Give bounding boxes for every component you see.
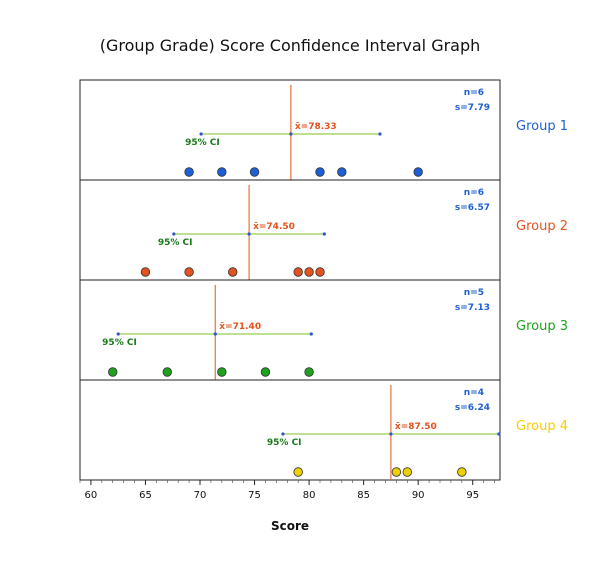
x-axis: 60 65 70 75 80 85 90 95 <box>79 480 495 501</box>
data-point <box>184 167 194 177</box>
data-point <box>293 267 303 277</box>
mean-label: x̄=78.33 <box>295 122 337 132</box>
data-point <box>304 267 314 277</box>
s-label: s=7.79 <box>455 103 490 113</box>
panel-border <box>79 379 501 481</box>
data-point <box>260 367 271 377</box>
x-tick-label: 70 <box>194 490 207 501</box>
n-label: n=4 <box>464 388 484 398</box>
data-point <box>457 467 467 477</box>
ci-label: 95% CI <box>158 238 193 248</box>
x-tick-label: 60 <box>85 490 98 501</box>
data-point <box>228 267 238 277</box>
chart-title: (Group Grade) Score Confidence Interval … <box>100 36 481 55</box>
data-point <box>184 267 194 277</box>
mean-point <box>247 232 251 236</box>
mean-label: x̄=87.50 <box>395 422 437 432</box>
ci-label: 95% CI <box>102 338 137 348</box>
data-point <box>217 167 227 177</box>
mean-label: x̄=71.40 <box>219 322 261 332</box>
panel-border <box>79 79 501 181</box>
s-label: s=6.24 <box>455 403 490 413</box>
ci-lower-point <box>116 332 120 336</box>
mean-point <box>389 432 393 436</box>
data-point <box>315 167 325 177</box>
ci-lower-point <box>199 132 203 136</box>
x-axis-label: Score <box>271 519 309 533</box>
n-label: n=6 <box>464 188 484 198</box>
panel-border <box>79 279 501 381</box>
data-point <box>293 467 303 477</box>
s-label: s=7.13 <box>455 303 490 313</box>
ci-upper-point <box>497 432 501 436</box>
n-label: n=5 <box>464 288 484 298</box>
ci-upper-point <box>322 232 326 236</box>
group-label: Group 1 <box>516 119 568 134</box>
ci-lower-point <box>172 232 176 236</box>
data-point <box>217 367 227 377</box>
x-tick-label: 80 <box>303 490 316 501</box>
mean-label: x̄=74.50 <box>253 222 295 232</box>
data-point <box>304 367 314 377</box>
x-tick-label: 85 <box>357 490 370 501</box>
group-label: Group 3 <box>516 319 568 334</box>
mean-point <box>213 332 217 336</box>
data-point <box>402 467 412 477</box>
data-point <box>337 167 347 177</box>
data-point <box>315 267 325 277</box>
group-label: Group 2 <box>516 219 568 234</box>
data-point <box>391 467 402 477</box>
x-tick-label: 75 <box>248 490 261 501</box>
data-point <box>413 167 423 177</box>
data-point <box>140 267 151 277</box>
ci-lower-point <box>281 432 285 436</box>
ci-label: 95% CI <box>267 438 302 448</box>
x-tick-label: 90 <box>412 490 425 501</box>
group-label: Group 4 <box>516 419 568 434</box>
ci-upper-point <box>378 132 382 136</box>
ci-upper-point <box>309 332 313 336</box>
data-point <box>162 367 172 377</box>
x-tick-label: 65 <box>139 490 152 501</box>
data-point <box>108 367 118 377</box>
n-label: n=6 <box>464 88 484 98</box>
mean-point <box>289 132 293 136</box>
data-point <box>249 167 260 177</box>
x-tick-label: 95 <box>466 490 479 501</box>
s-label: s=6.57 <box>455 203 490 213</box>
ci-label: 95% CI <box>185 138 220 148</box>
